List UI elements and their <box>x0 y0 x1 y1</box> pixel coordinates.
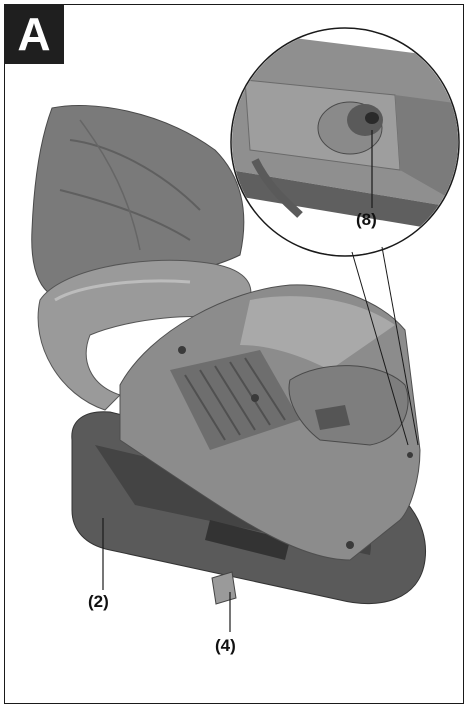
belt-release-lever <box>211 571 237 605</box>
callout-8: (8) <box>356 210 377 229</box>
callout-4: (4) <box>215 636 236 655</box>
figure-frame <box>4 4 464 704</box>
figure-badge: A <box>4 4 64 64</box>
callout-2: (2) <box>88 592 109 611</box>
rear-handle <box>37 259 252 411</box>
